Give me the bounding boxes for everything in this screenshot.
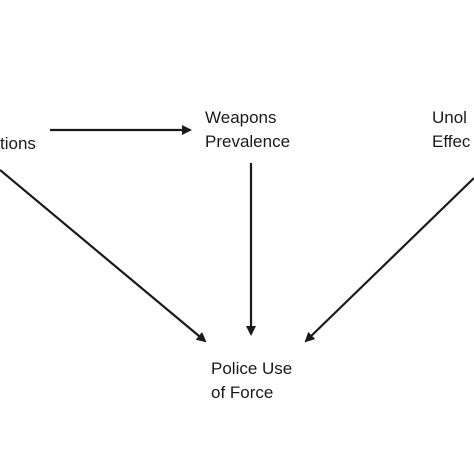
edge-left-to-police: [0, 169, 207, 343]
node-police-line1: Police Use: [211, 359, 293, 378]
node-weapons-line2: Prevalence: [205, 132, 291, 151]
node-police-use-of-force: Police Use of Force: [211, 357, 292, 405]
node-left-line2: tions: [0, 134, 36, 153]
node-police-line2: of Force: [211, 383, 274, 402]
edge-right-to-police: [304, 177, 474, 343]
node-weapons-prevalence: Weapons Prevalence: [205, 106, 290, 154]
node-right-variable: Unol Effec: [432, 106, 470, 154]
node-right-line1: Unol: [432, 108, 467, 127]
node-right-line2: Effec: [432, 132, 471, 151]
node-left-variable: tions: [0, 132, 36, 156]
node-weapons-line1: Weapons: [205, 108, 277, 127]
